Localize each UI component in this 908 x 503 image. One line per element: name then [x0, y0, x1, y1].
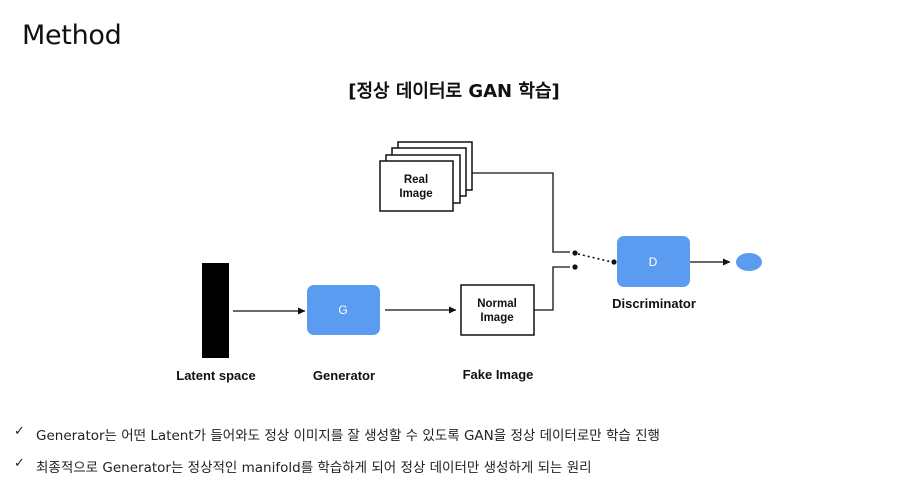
real-image-label-line2: Image	[399, 188, 432, 200]
real-image-stack: Real Image	[379, 141, 473, 212]
slide-subtitle: [정상 데이터로 GAN 학습]	[348, 81, 560, 102]
generator-caption: Generator	[313, 368, 375, 383]
discriminator-box	[617, 236, 690, 287]
page-title: Method	[22, 20, 122, 51]
bullet-list: ✓ Generator는 어떤 Latent가 들어와도 정상 이미지를 잘 생…	[14, 424, 660, 488]
bullet-item: ✓ 최종적으로 Generator는 정상적인 manifold를 학습하게 되…	[14, 456, 660, 488]
bullet-text: Generator는 어떤 Latent가 들어와도 정상 이미지를 잘 생성할…	[36, 428, 660, 444]
discriminator-caption: Discriminator	[612, 296, 696, 311]
bullet-text: 최종적으로 Generator는 정상적인 manifold를 학습하게 되어 …	[36, 460, 592, 476]
fake-image-box	[460, 284, 535, 336]
fake-image-caption: Fake Image	[463, 367, 534, 382]
real-image-label-line1: Real	[404, 174, 428, 186]
generator-box	[307, 285, 380, 335]
real-image-box	[379, 160, 454, 212]
switch-dotted-line	[577, 253, 613, 263]
generator-box-label: G	[338, 303, 347, 317]
latent-space-bar	[202, 263, 229, 358]
switch-contact-fake	[572, 264, 578, 270]
bullet-item: ✓ Generator는 어떤 Latent가 들어와도 정상 이미지를 잘 생…	[14, 424, 660, 456]
check-icon: ✓	[14, 424, 25, 439]
switch-contact-real	[572, 250, 578, 256]
output-node	[736, 253, 762, 271]
latent-space-caption: Latent space	[176, 368, 255, 383]
switch-pivot	[611, 259, 617, 265]
fake-image-label-line1: Normal	[477, 298, 517, 310]
real-image-line	[472, 172, 570, 253]
discriminator-box-label: D	[649, 255, 658, 269]
fake-image-label-line2: Image	[480, 312, 513, 324]
fake-image-line	[534, 266, 570, 311]
check-icon: ✓	[14, 456, 25, 471]
